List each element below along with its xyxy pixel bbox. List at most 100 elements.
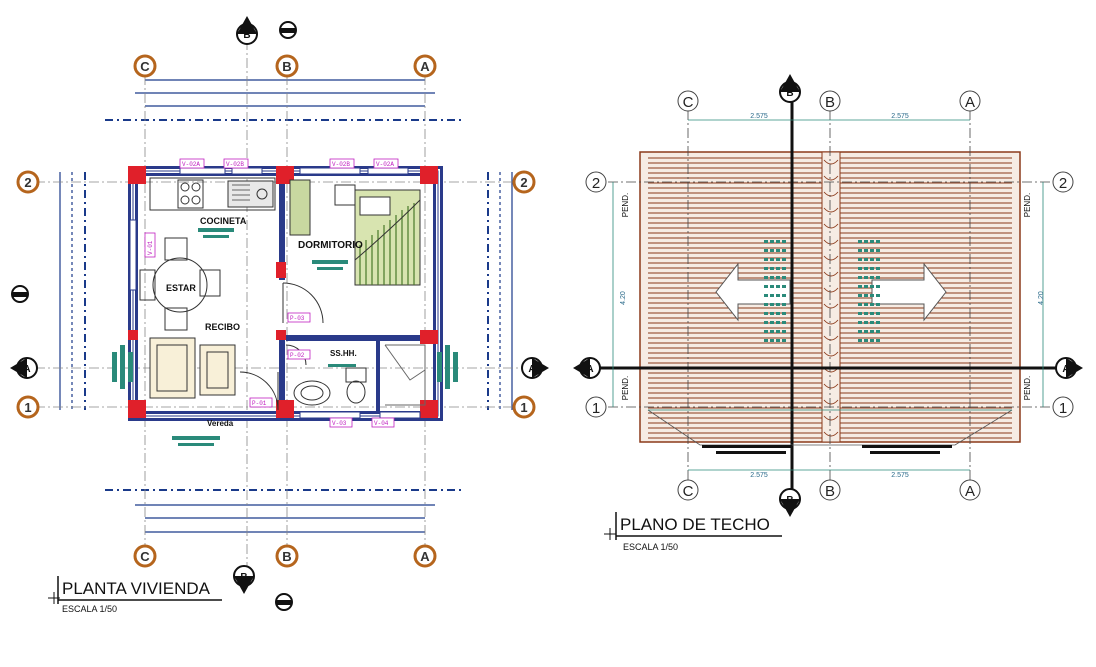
slope-mark [776, 267, 780, 270]
section-mark-b-top: B [236, 16, 258, 45]
slope-mark [782, 267, 786, 270]
slope-label-bl: PEND. [621, 376, 630, 400]
tag-v03: V-03 [332, 420, 347, 427]
tag-v04: V-04 [374, 420, 389, 427]
slope-mark [876, 303, 880, 306]
roof-axis-1-left: 1 [585, 396, 607, 418]
axis-bubble-c-top: C [133, 54, 157, 78]
roof-dimension-labels: 2.575 2.575 2.575 2.575 4.20 4.20 [620, 113, 1045, 479]
roof-plan-title: PLANO DE TECHO [620, 515, 770, 534]
slope-mark [770, 312, 774, 315]
label-walkway: Vereda [207, 419, 234, 428]
slope-mark [776, 303, 780, 306]
slope-mark [858, 285, 862, 288]
slope-mark [864, 303, 868, 306]
slope-mark [858, 330, 862, 333]
slope-mark [864, 294, 868, 297]
axis-bubble-2-right: 2 [512, 170, 536, 194]
slope-mark [770, 330, 774, 333]
slope-mark [764, 312, 768, 315]
slope-arrows [715, 262, 947, 322]
slope-mark [864, 330, 868, 333]
roof-dimensions [612, 119, 1044, 471]
slope-mark [782, 258, 786, 261]
dim-top-left: 2.575 [750, 113, 768, 120]
label-entry: RECIBO [205, 322, 240, 332]
slope-mark [858, 294, 862, 297]
floor-plan-scale: ESCALA 1/50 [62, 604, 117, 614]
ridge-cap [823, 255, 839, 261]
roof-axis-2-left: 2 [585, 171, 607, 193]
dimension-lines-top [105, 79, 465, 533]
axis-bubble-1-right: 1 [512, 395, 536, 419]
dimension-lines-side [59, 172, 513, 410]
label-kitchen: COCINETA [200, 216, 247, 226]
slope-mark [858, 312, 862, 315]
slope-mark [858, 339, 862, 342]
slope-mark [876, 312, 880, 315]
ridge-cap [823, 351, 839, 357]
ridge-cap [823, 319, 839, 325]
axis-bubble-b-top: B [275, 54, 299, 78]
tag-p02: P-02 [290, 352, 305, 359]
slope-mark [764, 339, 768, 342]
roof-axis-1-right: 1 [1052, 396, 1074, 418]
slope-mark [876, 285, 880, 288]
axis-bubbles-floor: C B A C B A 2 1 2 1 [16, 54, 536, 568]
tag-p03: P-03 [290, 315, 305, 322]
slope-mark [870, 321, 874, 324]
floor-plan-title: PLANTA VIVIENDA [62, 579, 211, 598]
slope-label-tr: PEND. [1023, 193, 1032, 217]
slope-mark [858, 258, 862, 261]
slope-arrow-right [871, 262, 947, 322]
slope-mark [776, 249, 780, 252]
slope-mark [870, 330, 874, 333]
roof-section-b-bottom: B [779, 488, 801, 517]
slope-mark [764, 267, 768, 270]
elevation-mark-left [11, 285, 29, 303]
ridge-cap [823, 223, 839, 229]
slope-mark [776, 294, 780, 297]
room-markers [112, 228, 458, 446]
slope-mark [870, 276, 874, 279]
slope-labels: PEND. PEND. PEND. PEND. [621, 193, 1032, 400]
roof-section-a-left: A [573, 357, 601, 379]
slope-mark [864, 285, 868, 288]
svg-text:1: 1 [520, 400, 527, 415]
ridge-cap [823, 335, 839, 341]
tag-v02b-1: V-02B [226, 161, 244, 168]
ridge-cap [823, 287, 839, 293]
slope-mark [764, 321, 768, 324]
ridge-cap [823, 303, 839, 309]
slope-mark [864, 240, 868, 243]
living-furniture [139, 237, 236, 399]
slope-mark [876, 330, 880, 333]
slope-mark [864, 321, 868, 324]
ridge-cap [823, 431, 839, 437]
slope-mark [858, 321, 862, 324]
slope-mark [776, 240, 780, 243]
svg-text:C: C [683, 483, 694, 500]
dim-bottom-left: 2.575 [750, 472, 768, 479]
ridge-cap [823, 239, 839, 245]
slope-mark [782, 312, 786, 315]
ridge-cap [823, 271, 839, 277]
tag-v02b-2: V-02B [332, 161, 350, 168]
slope-mark [770, 321, 774, 324]
svg-text:A: A [586, 364, 593, 375]
ridge-cap [823, 159, 839, 165]
slope-mark [876, 240, 880, 243]
slope-text-marks [764, 240, 880, 342]
kitchen-fixtures [149, 177, 276, 211]
slope-mark [870, 285, 874, 288]
svg-text:A: A [965, 483, 975, 500]
section-marks-floor: B B A A [10, 16, 549, 611]
svg-text:2: 2 [24, 175, 31, 190]
section-mark-a-right: A [521, 357, 549, 379]
bedroom-fixtures [289, 179, 421, 286]
ridge-cap [823, 383, 839, 389]
axis-bubble-2-left: 2 [16, 170, 40, 194]
svg-text:C: C [140, 59, 150, 74]
slope-mark [782, 249, 786, 252]
slope-label-tl: PEND. [621, 193, 630, 217]
